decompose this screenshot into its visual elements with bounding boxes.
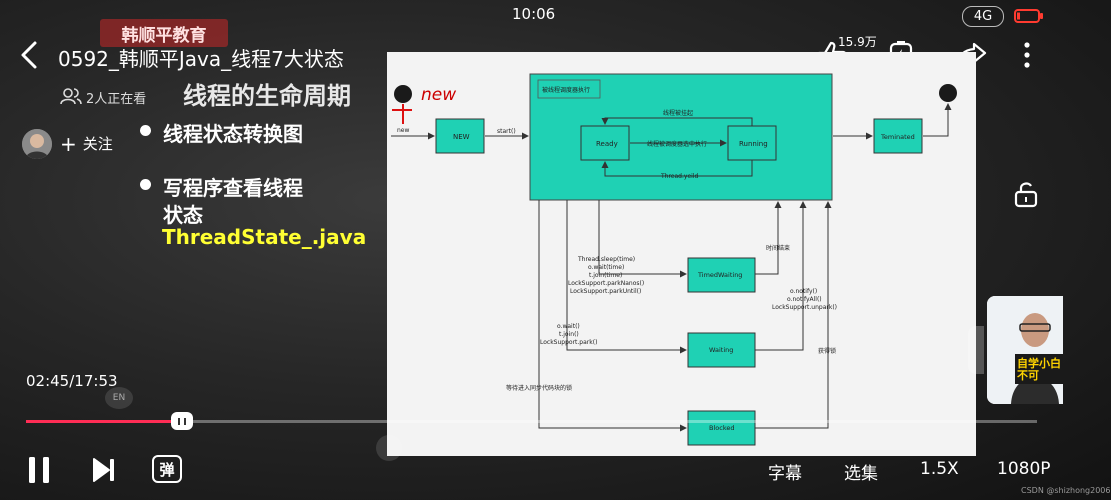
- notify-call-2: o.notifyAll(): [787, 296, 822, 303]
- state-blocked-label: Blocked: [709, 424, 734, 432]
- plus-icon: +: [60, 131, 77, 156]
- watermark: 韩顺平教育: [100, 19, 228, 47]
- edge-got-lock-label: 获得锁: [818, 347, 836, 355]
- wait-call-3: LockSupport.park(): [540, 339, 597, 346]
- more-icon[interactable]: [1022, 40, 1032, 74]
- pip-arrow-icon[interactable]: [968, 326, 984, 374]
- edge-suspended-label: 线程被挂起: [663, 109, 693, 117]
- network-badge: 4G: [962, 6, 1004, 27]
- progress-bar[interactable]: [26, 412, 1037, 430]
- wait-call-2: t.join(): [559, 331, 579, 338]
- back-icon[interactable]: [18, 40, 40, 74]
- episodes-button[interactable]: 选集: [844, 464, 878, 484]
- state-blocked: [687, 410, 756, 446]
- state-timed-waiting: [687, 257, 756, 293]
- state-waiting-label: Waiting: [709, 346, 733, 354]
- pip-caption: 自学小白不可: [1017, 357, 1061, 382]
- lock-screen-icon[interactable]: [1013, 180, 1039, 212]
- pause-icon: [29, 457, 49, 483]
- mute-icon[interactable]: [376, 435, 402, 461]
- bullet-1: 线程状态转换图: [163, 122, 303, 146]
- elapsed-time: 02:45: [26, 372, 70, 390]
- en-badge[interactable]: EN: [105, 387, 133, 409]
- state-terminated: [873, 118, 923, 154]
- follow-label: 关注: [82, 135, 113, 153]
- state-new-label: NEW: [453, 133, 470, 141]
- state-terminated-label: Teminated: [880, 133, 915, 141]
- state-running-label: Running: [739, 140, 768, 148]
- bullet-2-line-1: 写程序查看线程: [163, 176, 303, 200]
- state-new: [435, 118, 485, 154]
- notify-call-3: LockSupport.unpark(): [772, 304, 837, 311]
- bullet-dot-1: [140, 125, 151, 136]
- subtitles-button[interactable]: 字幕: [768, 464, 802, 484]
- state-ready-label: Ready: [596, 140, 618, 148]
- progress-fill: [26, 420, 182, 423]
- avatar[interactable]: [22, 129, 52, 159]
- highlight-filename: ThreadState_.java: [162, 225, 367, 249]
- timed-call-2: o.wait(time): [588, 264, 624, 271]
- edge-timeout-label: 时间结束: [766, 244, 790, 252]
- danmaku-toggle[interactable]: 弹: [152, 455, 182, 483]
- edge-start-label: start(): [497, 128, 516, 135]
- pip-window[interactable]: 自学小白不可: [987, 296, 1063, 404]
- total-time: 17:53: [74, 372, 118, 390]
- follow-button[interactable]: + 关注: [60, 133, 113, 154]
- progress-handle[interactable]: [170, 412, 193, 430]
- wait-call-1: o.wait(): [557, 323, 580, 330]
- speed-button[interactable]: 1.5X: [920, 459, 959, 479]
- status-time: 10:06: [512, 5, 556, 23]
- edge-enter-sync-label: 等待进入同步代码块的锁: [506, 384, 572, 392]
- viewers-icon: [60, 87, 82, 109]
- state-waiting: [687, 332, 756, 368]
- video-title: 0592_韩顺平Java_线程7大状态: [58, 47, 344, 71]
- handwritten-new: new: [421, 85, 456, 105]
- start-node: [394, 85, 412, 103]
- edge-yield-label: Thread.yeild: [660, 173, 698, 180]
- notify-call-1: o.notify(): [790, 288, 817, 295]
- credit: CSDN @shizhong2006: [1021, 486, 1111, 495]
- viewers-count: 2人正在看: [86, 92, 147, 107]
- like-count: 15.9万: [838, 35, 877, 49]
- timed-call-1: Thread.sleep(time): [577, 256, 635, 263]
- state-diagram-slide: new 被线程调度器执行 NEW new start() Ready Runni…: [387, 52, 976, 456]
- bullet-2-line-2: 状态: [163, 203, 203, 227]
- timed-call-4: LockSupport.parkNanos(): [568, 280, 644, 287]
- pause-button[interactable]: [26, 455, 52, 489]
- end-node: [939, 84, 957, 102]
- container-label: 被线程调度器执行: [542, 86, 590, 94]
- quality-button[interactable]: 1080P: [997, 459, 1051, 479]
- state-timed-waiting-label: TimedWaiting: [697, 271, 742, 279]
- edge-scheduled-label: 线程被调度器选中执行: [647, 140, 707, 148]
- timed-call-3: t.join(time): [589, 272, 622, 279]
- timed-call-5: LockSupport.parkUntil(): [570, 288, 641, 295]
- section-title: 线程的生命周期: [183, 82, 351, 110]
- timecode: 02:45/17:53: [26, 372, 118, 390]
- edge-new-label: new: [397, 127, 409, 134]
- state-ready: [580, 125, 630, 161]
- next-button[interactable]: [92, 457, 116, 487]
- next-icon: [93, 458, 114, 482]
- battery-icon: [1014, 8, 1044, 27]
- bullet-dot-2: [140, 179, 151, 190]
